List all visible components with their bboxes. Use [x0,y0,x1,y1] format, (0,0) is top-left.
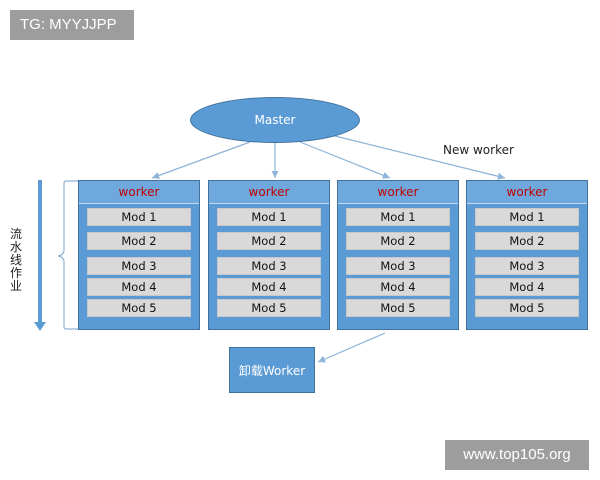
module-2: Mod 2 [87,232,191,250]
module-5: Mod 5 [475,299,579,317]
module-4: Mod 4 [217,278,321,296]
module-4: Mod 4 [346,278,450,296]
module-5: Mod 5 [217,299,321,317]
module-3: Mod 3 [475,257,579,275]
module-3: Mod 3 [87,257,191,275]
worker-title: worker [209,181,329,204]
new-worker-label: New worker [443,143,514,157]
arrow-master-worker-3 [299,141,391,179]
module-1: Mod 1 [217,208,321,226]
module-3: Mod 3 [217,257,321,275]
arrow-worker-unload [317,332,386,363]
pipeline-label: 流水线作业 [9,227,22,293]
pipeline-arrowhead [34,322,46,331]
module-2: Mod 2 [217,232,321,250]
module-1: Mod 1 [87,208,191,226]
module-1: Mod 1 [475,208,579,226]
pipeline-bracket [57,180,78,330]
worker-title: worker [338,181,458,204]
watermark-site: www.top105.org [445,440,589,470]
module-2: Mod 2 [346,232,450,250]
module-4: Mod 4 [475,278,579,296]
worker-title: worker [79,181,199,204]
watermark-tag: TG: MYYJJPP [10,10,134,40]
unload-worker-node: 卸载Worker [229,347,315,393]
module-5: Mod 5 [346,299,450,317]
module-3: Mod 3 [346,257,450,275]
arrow-master-worker-1 [151,141,251,179]
module-1: Mod 1 [346,208,450,226]
worker-title: worker [467,181,587,204]
module-4: Mod 4 [87,278,191,296]
master-node: Master [190,97,360,143]
module-2: Mod 2 [475,232,579,250]
module-5: Mod 5 [87,299,191,317]
